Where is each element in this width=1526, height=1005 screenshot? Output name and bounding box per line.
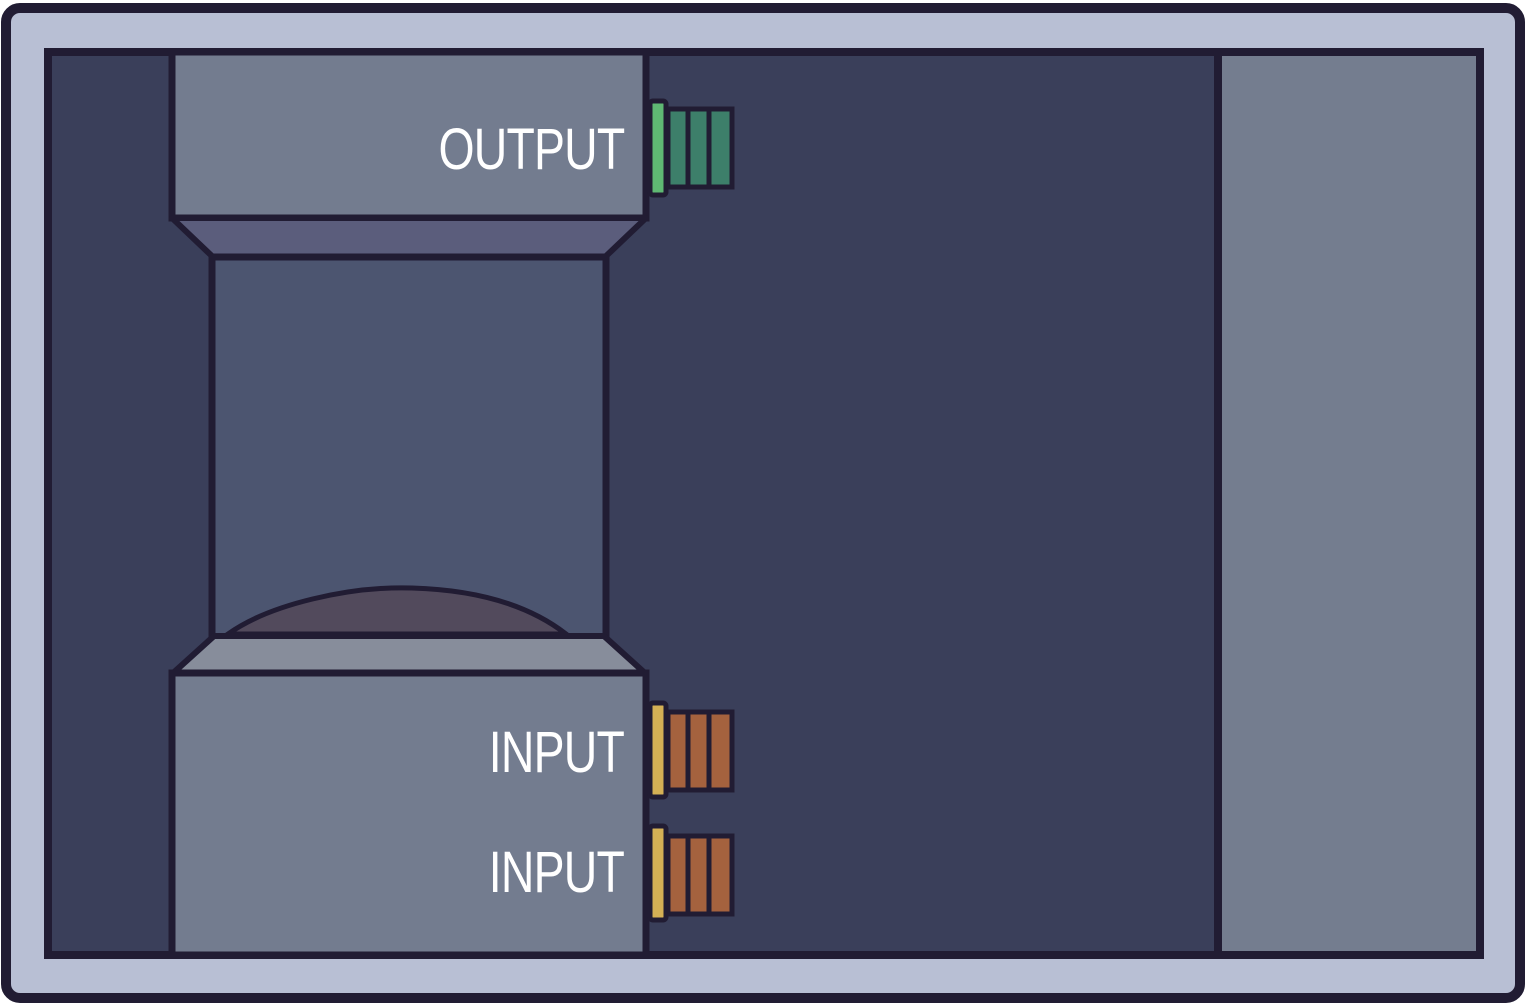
machine-top-block bbox=[168, 48, 650, 222]
machine-bottom-block bbox=[168, 669, 650, 959]
machine-top-bevel bbox=[169, 215, 649, 261]
machine-bottom-bevel bbox=[169, 633, 649, 677]
output-port-plug bbox=[665, 106, 735, 190]
output-port-light bbox=[647, 98, 669, 198]
right-side-panel[interactable] bbox=[1214, 48, 1484, 959]
input-port-label-2: INPUT bbox=[488, 840, 625, 905]
output-port-connector[interactable] bbox=[647, 98, 735, 198]
machine-chamber bbox=[208, 253, 610, 641]
input-port-label-1: INPUT bbox=[488, 720, 625, 785]
input-port-connector-1[interactable] bbox=[647, 700, 735, 800]
input-port-plug bbox=[665, 709, 735, 793]
material-pile bbox=[220, 585, 574, 637]
input-port-light bbox=[647, 823, 669, 923]
input-port-plug bbox=[665, 833, 735, 917]
output-port-label: OUTPUT bbox=[438, 117, 625, 182]
input-port-light bbox=[647, 700, 669, 800]
input-port-connector-2[interactable] bbox=[647, 823, 735, 923]
